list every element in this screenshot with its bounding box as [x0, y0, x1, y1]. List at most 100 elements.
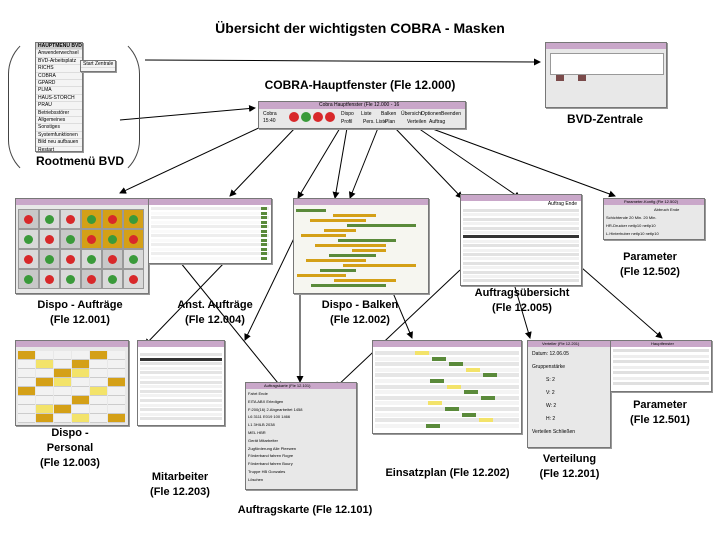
table-row — [151, 225, 269, 228]
table-row — [140, 389, 222, 393]
status-light-icon — [129, 255, 138, 264]
card-line: F:200(16) 2.Abgearbeitet 1458 — [248, 406, 303, 412]
order-tile — [39, 209, 60, 229]
order-tile — [123, 249, 144, 269]
main-button[interactable]: Beenden — [441, 111, 462, 117]
status-light-icon — [87, 235, 96, 244]
table-row — [613, 349, 709, 352]
plan-cell — [481, 395, 495, 400]
main-button[interactable]: Dispo — [341, 111, 354, 117]
arrow-main-to-auftragsuebersicht — [394, 127, 463, 199]
main-button[interactable]: Auftrag — [429, 119, 446, 125]
personal-cell — [18, 378, 35, 387]
main-button[interactable]: Profil — [341, 119, 353, 125]
main-button[interactable]: Balken — [381, 111, 397, 117]
personal-cell — [36, 369, 53, 378]
personal-cell — [108, 360, 125, 369]
table-row — [140, 371, 222, 375]
order-tile — [39, 229, 60, 249]
status-cell — [261, 225, 267, 228]
distribution-line: W: 2 — [546, 403, 557, 409]
plan-row — [375, 395, 519, 400]
gantt-bar — [347, 224, 416, 227]
status-light-icon — [108, 235, 117, 244]
table-row — [613, 354, 709, 358]
card-line: Fahrt Ende — [248, 391, 268, 396]
status-light-icon — [24, 255, 33, 264]
personal-cell — [54, 360, 71, 369]
table-row — [613, 382, 709, 385]
personal-cell — [72, 387, 89, 396]
order-tile — [81, 209, 102, 229]
status-cell — [261, 220, 267, 224]
status-light-icon — [45, 275, 54, 284]
status-light-icon — [289, 112, 299, 122]
main-button[interactable]: Optionen — [421, 111, 442, 117]
gantt-bar — [352, 249, 386, 252]
diagram-title: Übersicht der wichtigsten COBRA - Masken — [215, 20, 505, 36]
rootmenu-item: Betriebsstörer — [36, 110, 82, 118]
table-row — [463, 257, 579, 261]
plan-cell — [464, 390, 478, 395]
rootmenu-subitem: Start Zentrale — [81, 61, 115, 69]
personal-cell — [54, 351, 71, 360]
status-light-icon — [45, 215, 54, 224]
status-light-icon — [87, 275, 96, 284]
rootmenu-header: HAUPTMENÜ BVD — [36, 43, 82, 51]
plan-row — [375, 418, 519, 423]
personal-cell — [90, 369, 107, 378]
order-tile — [18, 209, 39, 229]
order-tile — [60, 229, 81, 249]
parameter-502-thumb: Parameter-Konfig (Fle 12.502) Abbruch En… — [603, 198, 705, 240]
arrow-root-to-main — [119, 105, 256, 121]
rootmenu-item: Bild neu aufbauen — [36, 139, 82, 147]
plan-cell — [447, 384, 461, 389]
personal-cell — [36, 360, 53, 369]
personal-cell — [18, 396, 35, 405]
gantt-bar — [343, 264, 416, 267]
main-button[interactable]: Liste — [361, 111, 372, 117]
table-row — [140, 394, 222, 398]
order-tile — [123, 269, 144, 289]
status-light-icon — [108, 215, 117, 224]
plan-row — [375, 390, 519, 395]
plan-cell — [426, 423, 440, 428]
gantt-bar — [333, 214, 376, 217]
distribution-line: Verteilen Schließen — [532, 429, 576, 435]
plan-cell — [428, 401, 442, 406]
table-row — [140, 403, 222, 407]
personal-cell — [90, 405, 107, 414]
main-button[interactable]: Plan — [385, 119, 396, 125]
table-row — [463, 209, 579, 212]
personal-cell — [108, 414, 125, 423]
table-row — [140, 380, 222, 384]
dispo-auftraege-thumb — [15, 198, 149, 294]
parameter-501-thumb: Hauptfenster — [610, 340, 712, 392]
plan-row — [375, 401, 519, 406]
rootmenu-item: Anwenderwechsel — [36, 50, 82, 58]
personal-cell — [54, 369, 71, 378]
table-row — [151, 207, 269, 210]
distribution-line: H: 2 — [546, 416, 556, 422]
order-tile — [18, 249, 39, 269]
order-tile — [102, 209, 123, 229]
order-tile — [81, 249, 102, 269]
gantt-bar — [334, 279, 396, 282]
personal-cell — [36, 387, 53, 396]
personal-cell — [72, 378, 89, 387]
main-button[interactable]: Verteilen — [407, 119, 427, 125]
card-line: EITA ABX Erledigen — [248, 398, 284, 404]
main-button[interactable]: Pers. Liste — [363, 119, 387, 125]
personal-cell — [36, 351, 53, 360]
auftragskarte-label: Auftragskarte (Fle 12.101) — [237, 504, 373, 516]
card-line: MEL HBR — [248, 430, 266, 435]
plan-cell — [445, 407, 459, 411]
plan-row — [375, 356, 519, 361]
status-light-icon — [313, 112, 323, 122]
card-line: Förderband fahren Rogre — [248, 453, 294, 459]
plan-row — [375, 362, 519, 367]
table-row — [140, 399, 222, 402]
anst-auftraege-label: Anst. Aufträge (Fle 12.004) — [177, 299, 253, 326]
main-button[interactable]: Übersicht — [401, 111, 423, 117]
order-tile — [18, 229, 39, 249]
